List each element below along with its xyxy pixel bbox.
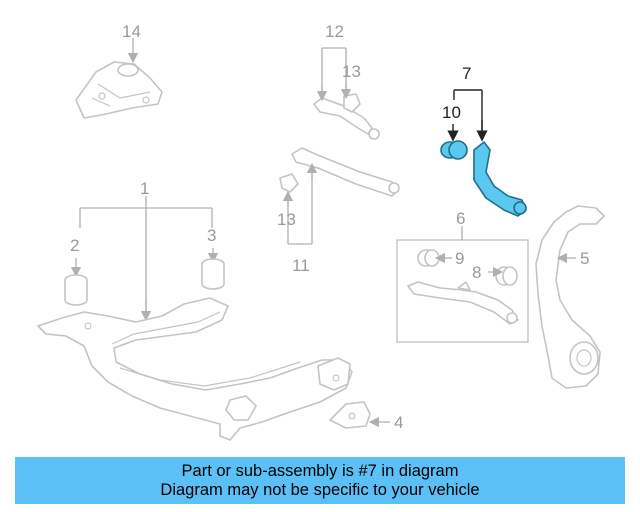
part-10-bushing — [440, 140, 468, 160]
callout-12: 12 — [325, 22, 344, 41]
part-6-lower-arm — [407, 281, 519, 325]
part-1-subframe — [37, 297, 353, 441]
part-2-bushing — [64, 274, 88, 306]
callout-10: 10 — [442, 103, 461, 122]
callout-3: 3 — [207, 226, 216, 245]
part-5-knuckle — [535, 205, 605, 389]
part-3-bushing — [201, 258, 225, 290]
parts-diagram: 14 12 13 13 11 7 10 6 9 — [37, 22, 605, 441]
callout-9: 9 — [455, 249, 464, 268]
info-banner: Part or sub-assembly is #7 in diagram Di… — [15, 457, 625, 504]
callout-14: 14 — [122, 22, 141, 41]
callout-2: 2 — [70, 236, 79, 255]
part-12-upper-arm — [313, 93, 380, 140]
part-8-bushing — [495, 266, 518, 286]
callout-5: 5 — [580, 249, 589, 268]
banner-line-1: Part or sub-assembly is #7 in diagram — [181, 461, 459, 480]
callout-11: 11 — [292, 256, 310, 275]
part-14-upper-mount — [75, 61, 163, 119]
banner-line-2: Diagram may not be specific to your vehi… — [160, 480, 480, 499]
callout-7: 7 — [462, 64, 471, 83]
callout-1: 1 — [140, 179, 149, 198]
callout-6: 6 — [456, 209, 465, 228]
part-7-control-arm — [473, 141, 527, 217]
part-9-bushing — [417, 249, 440, 267]
part-11-link-arm — [279, 147, 400, 197]
part-4-bracket — [329, 401, 371, 429]
callout-13-upper: 13 — [342, 62, 361, 81]
callout-8: 8 — [472, 263, 481, 282]
callout-13-lower: 13 — [277, 210, 296, 229]
callout-4: 4 — [394, 413, 403, 432]
